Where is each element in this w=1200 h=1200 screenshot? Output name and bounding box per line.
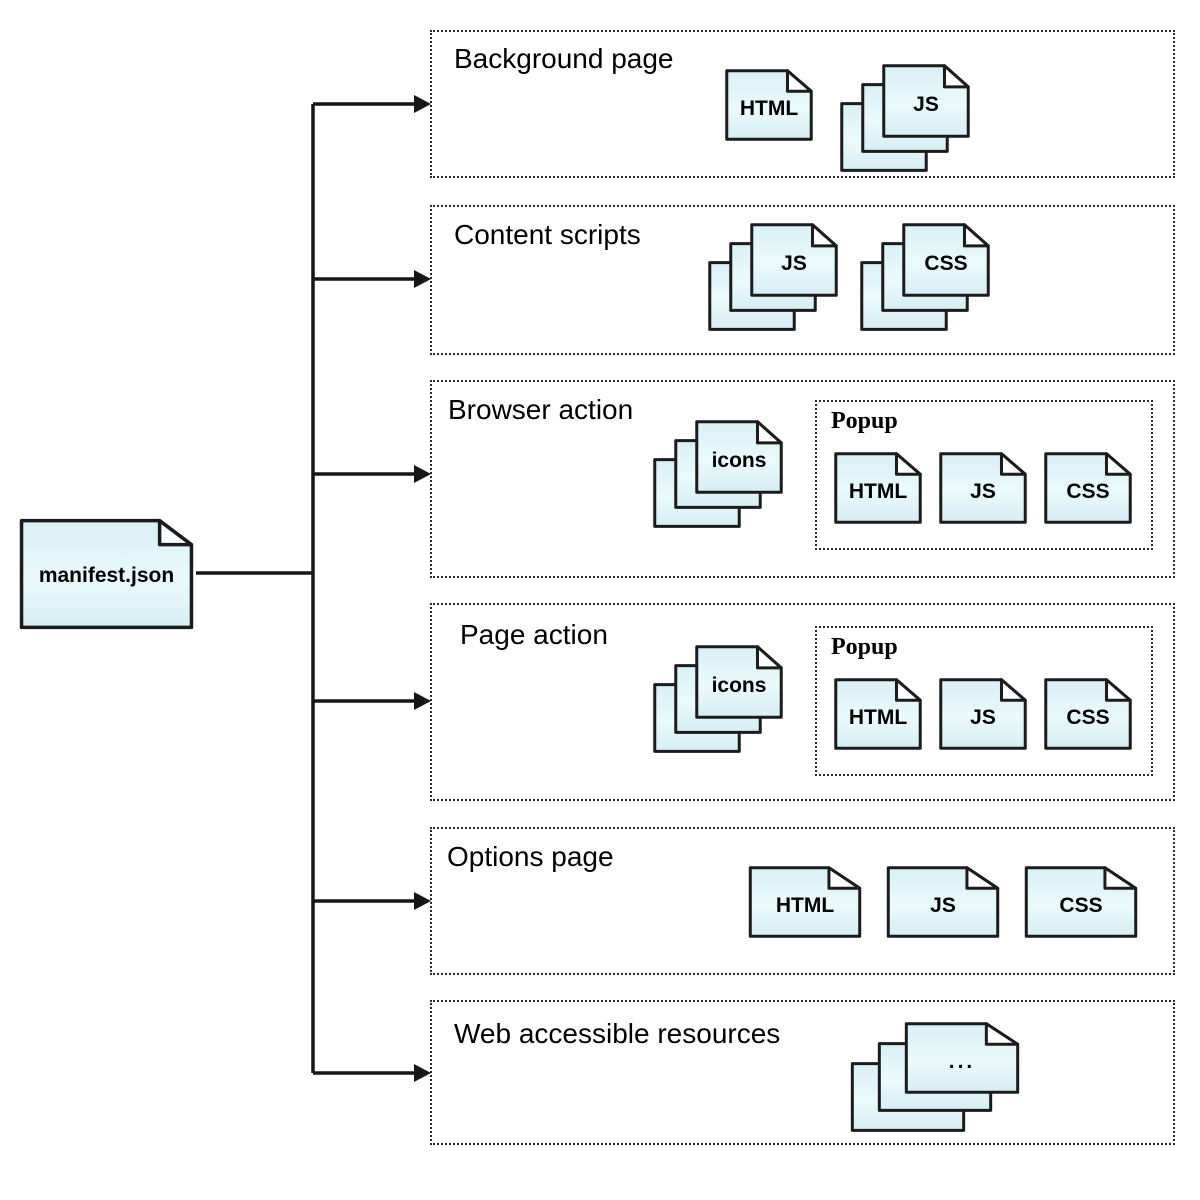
arrowhead-icon (414, 892, 431, 910)
file-label: CSS (1066, 480, 1110, 503)
html-file-icon: HTML (725, 69, 813, 141)
icons-stack-icon: icons (653, 420, 783, 532)
file-label: HTML (739, 97, 799, 120)
file-label: HTML (848, 480, 908, 503)
html-file-icon: HTML (834, 452, 922, 524)
popup-box: Popup HTML JS CSS (815, 400, 1153, 550)
section-page-action: Page action icons Popup HTML JS CSS (430, 603, 1175, 801)
popup-title: Popup (831, 408, 898, 434)
section-content-scripts: Content scripts JS CSS (430, 205, 1175, 355)
icons-stack-icon: icons (653, 645, 783, 757)
html-file-icon: HTML (748, 866, 862, 938)
css-stack-icon: CSS (860, 223, 990, 335)
manifest-file-icon: manifest.json (18, 518, 195, 630)
file-label: CSS (924, 252, 968, 275)
section-background-page: Background page HTML JS (430, 30, 1175, 178)
js-stack-icon: JS (840, 64, 970, 176)
file-label: ... (948, 1050, 976, 1073)
arrowhead-icon (414, 1064, 431, 1082)
section-title: Browser action (448, 394, 634, 425)
file-label: JS (970, 706, 996, 729)
arrowhead-icon (414, 95, 431, 113)
icons-file-icon: icons (695, 420, 783, 494)
js-stack-icon: JS (708, 223, 838, 335)
section-title: Options page (447, 841, 614, 872)
css-file-icon: CSS (1044, 678, 1132, 750)
section-title: Page action (460, 619, 608, 650)
section-title: Web accessible resources (454, 1018, 781, 1049)
js-file-icon: JS (939, 678, 1027, 750)
icons-file-icon: icons (695, 645, 783, 719)
file-label: manifest.json (38, 564, 175, 587)
css-file-icon: CSS (902, 223, 990, 297)
js-file-icon: JS (886, 866, 1000, 938)
resources-stack-icon: ... (850, 1022, 1022, 1136)
arrowhead-icon (414, 270, 431, 288)
js-file-icon: JS (939, 452, 1027, 524)
css-file-icon: CSS (1044, 452, 1132, 524)
resources-file-icon: ... (904, 1022, 1020, 1094)
js-file-icon: JS (882, 64, 970, 138)
file-label: JS (781, 252, 807, 275)
arrowhead-icon (414, 465, 431, 483)
file-label: CSS (1066, 706, 1110, 729)
file-label: HTML (848, 706, 908, 729)
section-browser-action: Browser action icons Popup HTML JS CSS (430, 380, 1175, 578)
file-label: HTML (775, 894, 835, 917)
file-label: JS (913, 93, 939, 116)
popup-title: Popup (831, 634, 898, 660)
file-label: JS (970, 480, 996, 503)
file-label: icons (711, 674, 767, 697)
css-file-icon: CSS (1024, 866, 1138, 938)
arrowhead-icon (414, 692, 431, 710)
file-label: CSS (1059, 894, 1103, 917)
section-web-accessible-resources: Web accessible resources ... (430, 1000, 1175, 1145)
html-file-icon: HTML (834, 678, 922, 750)
section-title: Content scripts (454, 219, 641, 250)
section-options-page: Options page HTML JS CSS (430, 827, 1175, 975)
file-label: JS (930, 894, 956, 917)
js-file-icon: JS (750, 223, 838, 297)
popup-box: Popup HTML JS CSS (815, 626, 1153, 776)
file-label: icons (711, 449, 767, 472)
section-title: Background page (454, 43, 674, 74)
